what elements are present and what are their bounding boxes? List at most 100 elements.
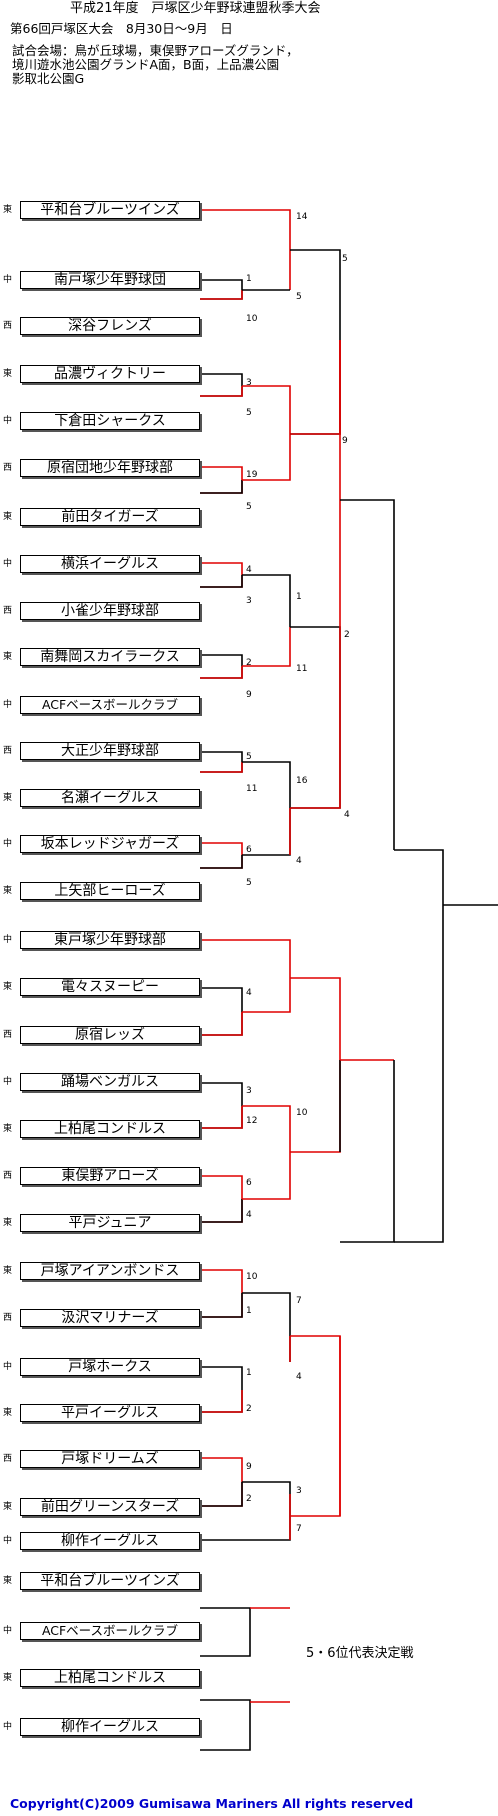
area-label: 東 [3, 1124, 13, 1134]
score: 3 [296, 1486, 302, 1496]
team-box: 前田グリーンスターズ [20, 1498, 200, 1516]
area-label: 中 [3, 1626, 13, 1636]
area-label: 東 [3, 1673, 13, 1683]
area-label: 西 [3, 1171, 13, 1181]
team-box: 品濃ヴィクトリー [20, 365, 200, 383]
score: 10 [246, 1272, 258, 1282]
team-box: ACFベースボールクラブ [20, 1622, 200, 1640]
score: 14 [296, 212, 308, 222]
area-label: 東 [3, 793, 13, 803]
area-label: 西 [3, 1030, 13, 1040]
area-label: 中 [3, 839, 13, 849]
team-box: 上矢部ヒーローズ [20, 882, 200, 900]
area-label: 東 [3, 1502, 13, 1512]
score: 5 [246, 408, 252, 418]
score: 1 [246, 274, 252, 284]
team-box: 平和台ブルーツインズ [20, 201, 200, 219]
score: 10 [296, 1108, 308, 1118]
area-label: 西 [3, 321, 13, 331]
area-label: 西 [3, 746, 13, 756]
area-label: 東 [3, 1218, 13, 1228]
team-box: 原宿レッズ [20, 1026, 200, 1044]
team-box: 南戸塚少年野球団 [20, 271, 200, 289]
area-label: 中 [3, 275, 13, 285]
score: 7 [296, 1524, 302, 1534]
team-box: 深谷フレンズ [20, 317, 200, 335]
team-box: 柳作イーグルス [20, 1718, 200, 1736]
score: 9 [246, 690, 252, 700]
score: 5 [342, 254, 348, 264]
score: 1 [246, 1368, 252, 1378]
team-box: 汲沢マリナーズ [20, 1309, 200, 1327]
score: 11 [246, 784, 258, 794]
team-box: 上柏尾コンドルス [20, 1669, 200, 1687]
area-label: 中 [3, 1077, 13, 1087]
area-label: 中 [3, 1362, 13, 1372]
area-label: 東 [3, 512, 13, 522]
venue-line-2: 境川遊水池公園グランドA面，B面，上品濃公園 [12, 57, 280, 72]
area-label: 西 [3, 1454, 13, 1464]
score: 3 [246, 1086, 252, 1096]
score: 3 [246, 596, 252, 606]
team-box: 東戸塚少年野球部 [20, 931, 200, 949]
score: 12 [246, 1116, 258, 1126]
team-box: ACFベースボールクラブ [20, 696, 200, 714]
team-box: 柳作イーグルス [20, 1532, 200, 1550]
score: 19 [246, 470, 258, 480]
team-box: 東俣野アローズ [20, 1167, 200, 1185]
area-label: 東 [3, 1408, 13, 1418]
playoff-note: 5・6位代表決定戦 [306, 1646, 414, 1661]
score: 11 [296, 664, 308, 674]
area-label: 東 [3, 886, 13, 896]
area-label: 東 [3, 205, 13, 215]
score: 2 [246, 658, 252, 668]
score: 4 [296, 856, 302, 866]
score: 5 [246, 752, 252, 762]
tournament-subtitle: 第66回戸塚区大会 8月30日～9月 日 [10, 21, 233, 36]
score: 5 [246, 502, 252, 512]
area-label: 東 [3, 982, 13, 992]
score: 4 [296, 1372, 302, 1382]
team-box: 名瀬イーグルス [20, 789, 200, 807]
area-label: 東 [3, 369, 13, 379]
score: 2 [344, 630, 350, 640]
area-label: 西 [3, 606, 13, 616]
score: 4 [246, 1210, 252, 1220]
area-label: 東 [3, 652, 13, 662]
team-box: 電々スヌーピー [20, 978, 200, 996]
score: 3 [246, 378, 252, 388]
score: 5 [296, 292, 302, 302]
team-box: 踊場ベンガルス [20, 1073, 200, 1091]
score: 9 [342, 436, 348, 446]
area-label: 中 [3, 700, 13, 710]
score: 4 [344, 810, 350, 820]
score: 7 [296, 1296, 302, 1306]
venue-line-3: 影取北公園G [12, 71, 85, 86]
score: 10 [246, 314, 258, 324]
team-box: 大正少年野球部 [20, 742, 200, 760]
team-box: 小雀少年野球部 [20, 602, 200, 620]
score: 9 [246, 1462, 252, 1472]
score: 4 [246, 565, 252, 575]
team-box: 横浜イーグルス [20, 555, 200, 573]
team-box: 前田タイガーズ [20, 508, 200, 526]
venue-line-1: 試合会場：鳥が丘球場，東俣野アローズグランド， [12, 43, 299, 58]
team-box: 原宿団地少年野球部 [20, 459, 200, 477]
area-label: 西 [3, 1313, 13, 1323]
score: 2 [246, 1404, 252, 1414]
area-label: 東 [3, 1576, 13, 1586]
team-box: 南舞岡スカイラークス [20, 648, 200, 666]
team-box: 戸塚ホークス [20, 1358, 200, 1376]
area-label: 中 [3, 935, 13, 945]
score: 6 [246, 1178, 252, 1188]
area-label: 中 [3, 416, 13, 426]
score: 2 [246, 1494, 252, 1504]
score: 4 [246, 988, 252, 998]
score: 5 [246, 878, 252, 888]
team-box: 坂本レッドジャガーズ [20, 835, 200, 853]
score: 16 [296, 776, 308, 786]
team-box: 戸塚ドリームズ [20, 1450, 200, 1468]
team-box: 戸塚アイアンボンドス [20, 1262, 200, 1280]
score: 1 [296, 592, 302, 602]
